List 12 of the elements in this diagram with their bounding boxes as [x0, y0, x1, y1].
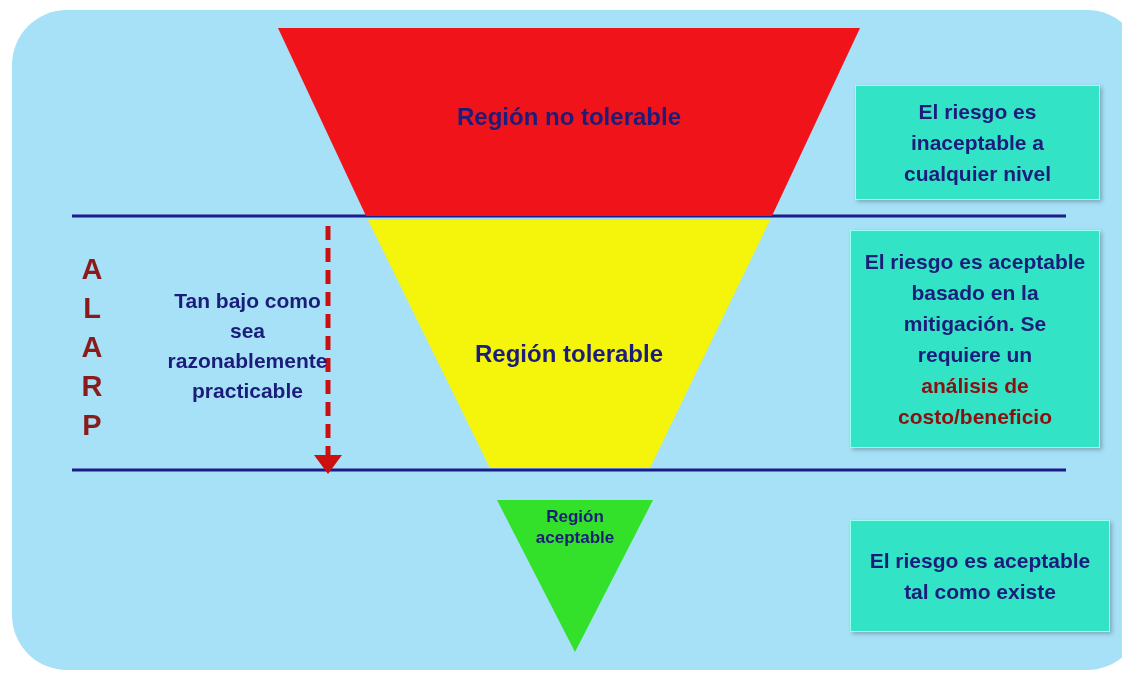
region-label: Región aceptable [534, 506, 616, 548]
region-label: Región tolerable [474, 340, 664, 368]
note-box [850, 230, 1100, 448]
note-text: El riesgo es aceptable basado en la mitigación. Se requiere un [863, 249, 1087, 368]
note-box [850, 520, 1110, 632]
note-box [855, 85, 1100, 200]
vertical-label: ALARP [80, 252, 104, 443]
note-text: El riesgo es aceptable tal como existe [868, 548, 1092, 605]
region-label: Región no tolerable [456, 103, 682, 131]
note-text: El riesgo es inaceptable a cualquier nivel [902, 99, 1053, 187]
note-text: Tan bajo como sea razonablemente practicable [166, 288, 329, 404]
note-text: análisis de costo/beneficio [897, 373, 1053, 430]
